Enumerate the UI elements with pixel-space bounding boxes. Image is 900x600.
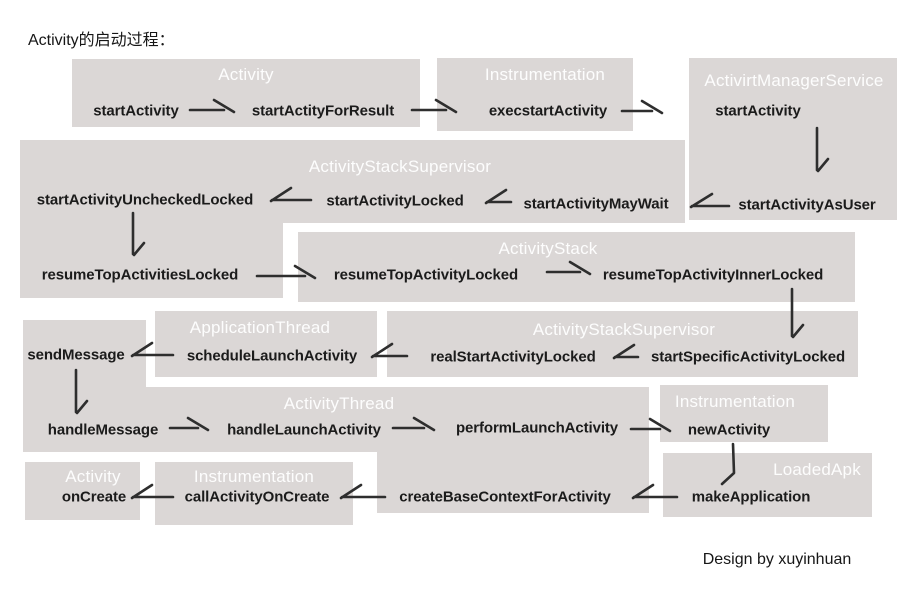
title-activity-top: Activity xyxy=(218,65,274,84)
method-sendmessage: sendMessage xyxy=(27,346,125,364)
method-startspecificactivitylocked: startSpecificActivityLocked xyxy=(650,348,846,366)
title-application-thread: ApplicationThread xyxy=(189,318,331,337)
method-execstartactivity: execstartActivity xyxy=(488,102,608,120)
box-loaded-apk xyxy=(663,453,872,517)
title-activity-stack-supervisor-1: ActivityStackSupervisor xyxy=(308,157,492,176)
box-activity-bottom xyxy=(25,462,140,520)
method-resumetopactivitieslocked: resumeTopActivitiesLocked xyxy=(41,266,239,284)
method-startactivity-1: startActivity xyxy=(93,102,179,120)
method-startactivityuncheckedlocked: startActivityUncheckedLocked xyxy=(36,191,254,209)
method-resumetopactivityinnerlocked: resumeTopActivityInnerLocked xyxy=(602,266,824,284)
method-makeapplication: makeApplication xyxy=(691,488,811,506)
credit: Design by xuyinhuan xyxy=(702,551,852,568)
box-instrumentation-mid xyxy=(660,385,828,442)
title-instrumentation-mid: Instrumentation xyxy=(674,392,796,411)
title-instrumentation-top: Instrumentation xyxy=(484,65,606,84)
title-activity-stack: ActivityStack xyxy=(498,239,598,258)
method-handlelaunchactivity: handleLaunchActivity xyxy=(227,421,381,439)
title-activity-stack-supervisor-2: ActivityStackSupervisor xyxy=(532,320,716,339)
box-instrumentation-bottom xyxy=(155,462,353,525)
method-performlaunchactivity: performLaunchActivity xyxy=(455,419,619,437)
title-activity-thread: ActivityThread xyxy=(283,394,395,413)
method-startactivitymaywait: startActivityMayWait xyxy=(523,195,669,213)
box-activity-stack-supervisor-1-extension xyxy=(20,140,283,298)
method-newactivity: newActivity xyxy=(687,421,771,439)
method-handlemessage: handleMessage xyxy=(47,421,159,439)
method-realstartactivitylocked: realStartActivityLocked xyxy=(430,348,596,366)
method-startactivitylocked: startActivityLocked xyxy=(326,192,464,210)
method-startactivity-2: startActivity xyxy=(715,102,801,120)
title-activity-bottom: Activity xyxy=(65,467,121,486)
method-startactivityasuser: startActivityAsUser xyxy=(738,196,876,214)
box-activity-thread-extension xyxy=(377,430,649,513)
method-oncreate: onCreate xyxy=(61,488,127,506)
title-loaded-apk: LoadedApk xyxy=(773,460,861,479)
method-callactivityoncreate: callActivityOnCreate xyxy=(184,488,330,506)
title-activity-manager-service: ActivirtManagerService xyxy=(704,71,884,90)
method-createbasecontextforactivity: createBaseContextForActivity xyxy=(399,488,611,506)
method-resumetopactivitylocked: resumeTopActivityLocked xyxy=(333,266,519,284)
box-application-thread xyxy=(155,311,377,377)
title-instrumentation-bottom: Instrumentation xyxy=(193,467,315,486)
method-startactityforresult: startActityForResult xyxy=(251,102,395,120)
method-schedulelaunchactivity: scheduleLaunchActivity xyxy=(186,347,358,365)
box-activity-top xyxy=(72,59,420,127)
page-title: Activity的启动过程： xyxy=(28,32,175,49)
box-instrumentation-top xyxy=(437,58,633,131)
